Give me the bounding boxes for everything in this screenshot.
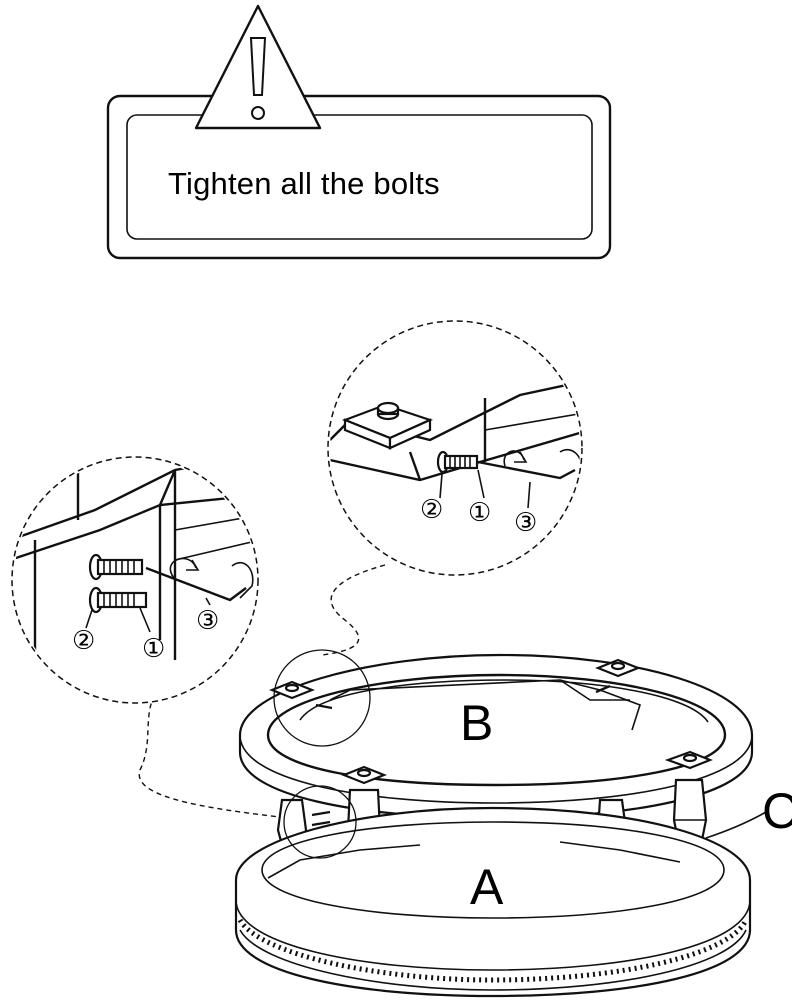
- bottom-frame-a: [234, 806, 752, 998]
- zoom-marker-a: [283, 785, 357, 859]
- top-frame-b: [238, 653, 754, 820]
- bolt-icon: [88, 553, 148, 614]
- part-label-b: B: [460, 695, 494, 751]
- part-label-c: C: [762, 783, 792, 839]
- zoom-marker-b: [273, 649, 371, 747]
- warning-sign: [106, 4, 612, 260]
- detail-circle-left: [11, 456, 259, 704]
- callout-left-washer: ②: [72, 626, 96, 656]
- detail-circle-right: [327, 320, 583, 576]
- callout-right-washer: ②: [420, 495, 444, 525]
- callout-right-wrench: ③: [514, 508, 538, 538]
- bolt-icon: [436, 450, 479, 474]
- hex-wrench-icon: [145, 557, 254, 602]
- part-label-a: A: [470, 859, 504, 915]
- warning-triangle-icon: [194, 4, 322, 130]
- warning-text: Tighten all the bolts: [168, 166, 440, 201]
- callout-right-bolt: ①: [468, 498, 492, 528]
- callout-left-wrench: ③: [196, 606, 220, 636]
- callout-connector-right: [321, 564, 386, 656]
- callout-left-bolt: ①: [142, 634, 166, 664]
- hex-wrench-icon: [477, 448, 580, 480]
- callout-connector-left: [138, 687, 306, 821]
